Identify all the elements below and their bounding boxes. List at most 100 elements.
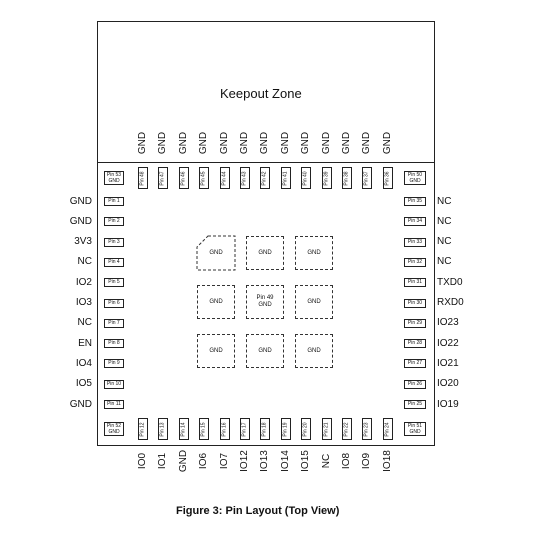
left-pin-net-label: GND	[69, 195, 92, 207]
pin-number: Pin 6	[108, 299, 120, 306]
pin-number: Pin 7	[108, 319, 120, 326]
pin-number: Pin 43	[241, 170, 248, 186]
left-pin-net-label: GND	[69, 398, 92, 410]
corner-net-label: GND	[108, 177, 120, 184]
top-pin-net-label: GND	[198, 131, 210, 155]
corner-pad-bottom-right: Pin 51 GND	[404, 422, 426, 436]
keepout-zone-title: Keepout Zone	[220, 86, 302, 101]
corner-pad-top-left: Pin 53 GND	[104, 171, 124, 185]
corner-net-label: GND	[409, 177, 421, 184]
top-pin-pad: Pin 45	[199, 167, 210, 189]
left-pin-pad: Pin 4	[104, 257, 124, 267]
bottom-pin-net-label: IO6	[198, 452, 210, 470]
bottom-pin-pad: Pin 16	[219, 418, 230, 440]
pin-number: Pin 12	[139, 421, 146, 437]
top-pin-net-label: GND	[361, 131, 373, 155]
pin-number: Pin 47	[159, 170, 166, 186]
corner-net-label: GND	[409, 428, 421, 435]
bottom-pin-net-label: IO12	[239, 450, 250, 472]
bottom-pin-pad: Pin 21	[321, 418, 332, 440]
pin-number: Pin 38	[343, 170, 350, 186]
top-pin-pad: Pin 36	[382, 167, 393, 189]
bottom-pin-net-label: IO1	[157, 452, 169, 470]
left-pin-pad: Pin 9	[104, 359, 124, 369]
right-pin-pad: Pin 28	[404, 339, 426, 349]
top-pin-net-label: GND	[177, 131, 189, 155]
pin-number: Pin 35	[407, 198, 423, 204]
left-pin-net-label: IO2	[75, 276, 92, 288]
pin-number: Pin 10	[106, 380, 122, 387]
pin-number: Pin 19	[282, 421, 289, 437]
pin-number: Pin 3	[108, 238, 120, 245]
pin-number: Pin 48	[139, 170, 146, 186]
top-pin-net-label: GND	[239, 131, 250, 155]
top-pin-net-label: GND	[259, 131, 271, 155]
thermal-pad-label: GND	[258, 249, 272, 256]
pin-number: Pin 42	[261, 170, 268, 186]
thermal-pad-label: GND	[307, 298, 321, 305]
bottom-pin-pad: Pin 15	[199, 418, 210, 440]
bottom-pin-pad: Pin 17	[240, 418, 250, 440]
pin-number: Pin 28	[407, 340, 423, 347]
top-pin-net-label: GND	[137, 131, 148, 155]
top-pin-net-label: GND	[218, 131, 230, 155]
left-pin-pad: Pin 2	[104, 217, 124, 227]
bottom-pin-pad: Pin 24	[382, 418, 393, 440]
bottom-pin-net-label: IO14	[279, 450, 291, 472]
figure-caption: Figure 3: Pin Layout (Top View)	[176, 505, 340, 517]
top-pin-pad: Pin 39	[321, 167, 332, 189]
left-pin-pad: Pin 5	[104, 278, 124, 288]
bottom-pin-net-label: IO9	[361, 452, 373, 470]
bottom-pin-pad: Pin 18	[260, 418, 271, 440]
corner-pin-label: Pin 53	[106, 171, 122, 178]
pin-number: Pin 16	[221, 421, 228, 437]
top-pin-net-label: GND	[381, 131, 393, 155]
pin-number: Pin 17	[241, 421, 248, 437]
pin-number: Pin 33	[407, 238, 423, 245]
bottom-pin-net-label: GND	[177, 449, 189, 473]
pin-number: Pin 31	[407, 279, 423, 286]
pin-number: Pin 45	[200, 170, 207, 186]
right-pin-net-label: TXD0	[437, 276, 463, 288]
top-pin-pad: Pin 44	[219, 167, 230, 189]
right-pin-net-label: IO20	[437, 378, 459, 390]
right-pin-net-label: NC	[437, 195, 452, 207]
bottom-pin-net-label: IO15	[300, 450, 312, 472]
right-pin-net-label: NC	[437, 215, 452, 227]
bottom-pin-pad: Pin 12	[138, 418, 148, 440]
top-pin-pad: Pin 48	[138, 167, 148, 189]
pin-number: Pin 32	[407, 258, 423, 265]
left-pin-net-label: GND	[69, 215, 92, 227]
bottom-pin-pad: Pin 14	[178, 418, 189, 440]
bottom-pin-net-label: IO13	[259, 450, 271, 472]
left-pin-pad: Pin 10	[104, 379, 124, 389]
top-pin-pad: Pin 42	[260, 167, 271, 189]
bottom-pin-net-label: IO0	[137, 452, 148, 470]
pin-number: Pin 13	[159, 421, 166, 437]
left-pin-pad: Pin 1	[104, 197, 124, 206]
thermal-pad: GND	[197, 285, 235, 319]
pin-number: Pin 1	[108, 198, 120, 204]
pin-number: Pin 20	[302, 421, 309, 437]
pin-number: Pin 29	[407, 319, 423, 326]
pin-number: Pin 22	[343, 421, 350, 437]
thermal-pad-label: GND	[258, 347, 272, 354]
top-pin-net-label: GND	[341, 131, 352, 155]
left-pin-pad: Pin 8	[104, 339, 124, 349]
right-pin-pad: Pin 31	[404, 278, 426, 288]
thermal-pad: GND	[197, 334, 235, 368]
pin-number: Pin 23	[363, 421, 370, 437]
right-pin-net-label: IO23	[437, 317, 459, 329]
left-pin-pad: Pin 3	[104, 237, 124, 247]
bottom-pin-net-label: IO7	[218, 452, 230, 470]
pin-number: Pin 34	[407, 218, 423, 225]
pin-number: Pin 40	[302, 170, 309, 186]
pin-number: Pin 37	[363, 170, 370, 186]
thermal-pad: GND	[197, 236, 235, 270]
thermal-pad-label: Pin 49 GND	[256, 295, 274, 308]
right-pin-pad: Pin 30	[404, 298, 426, 308]
left-pin-pad: Pin 7	[104, 318, 124, 328]
left-pin-net-label: 3V3	[74, 236, 92, 248]
pin-number: Pin 36	[384, 170, 391, 186]
